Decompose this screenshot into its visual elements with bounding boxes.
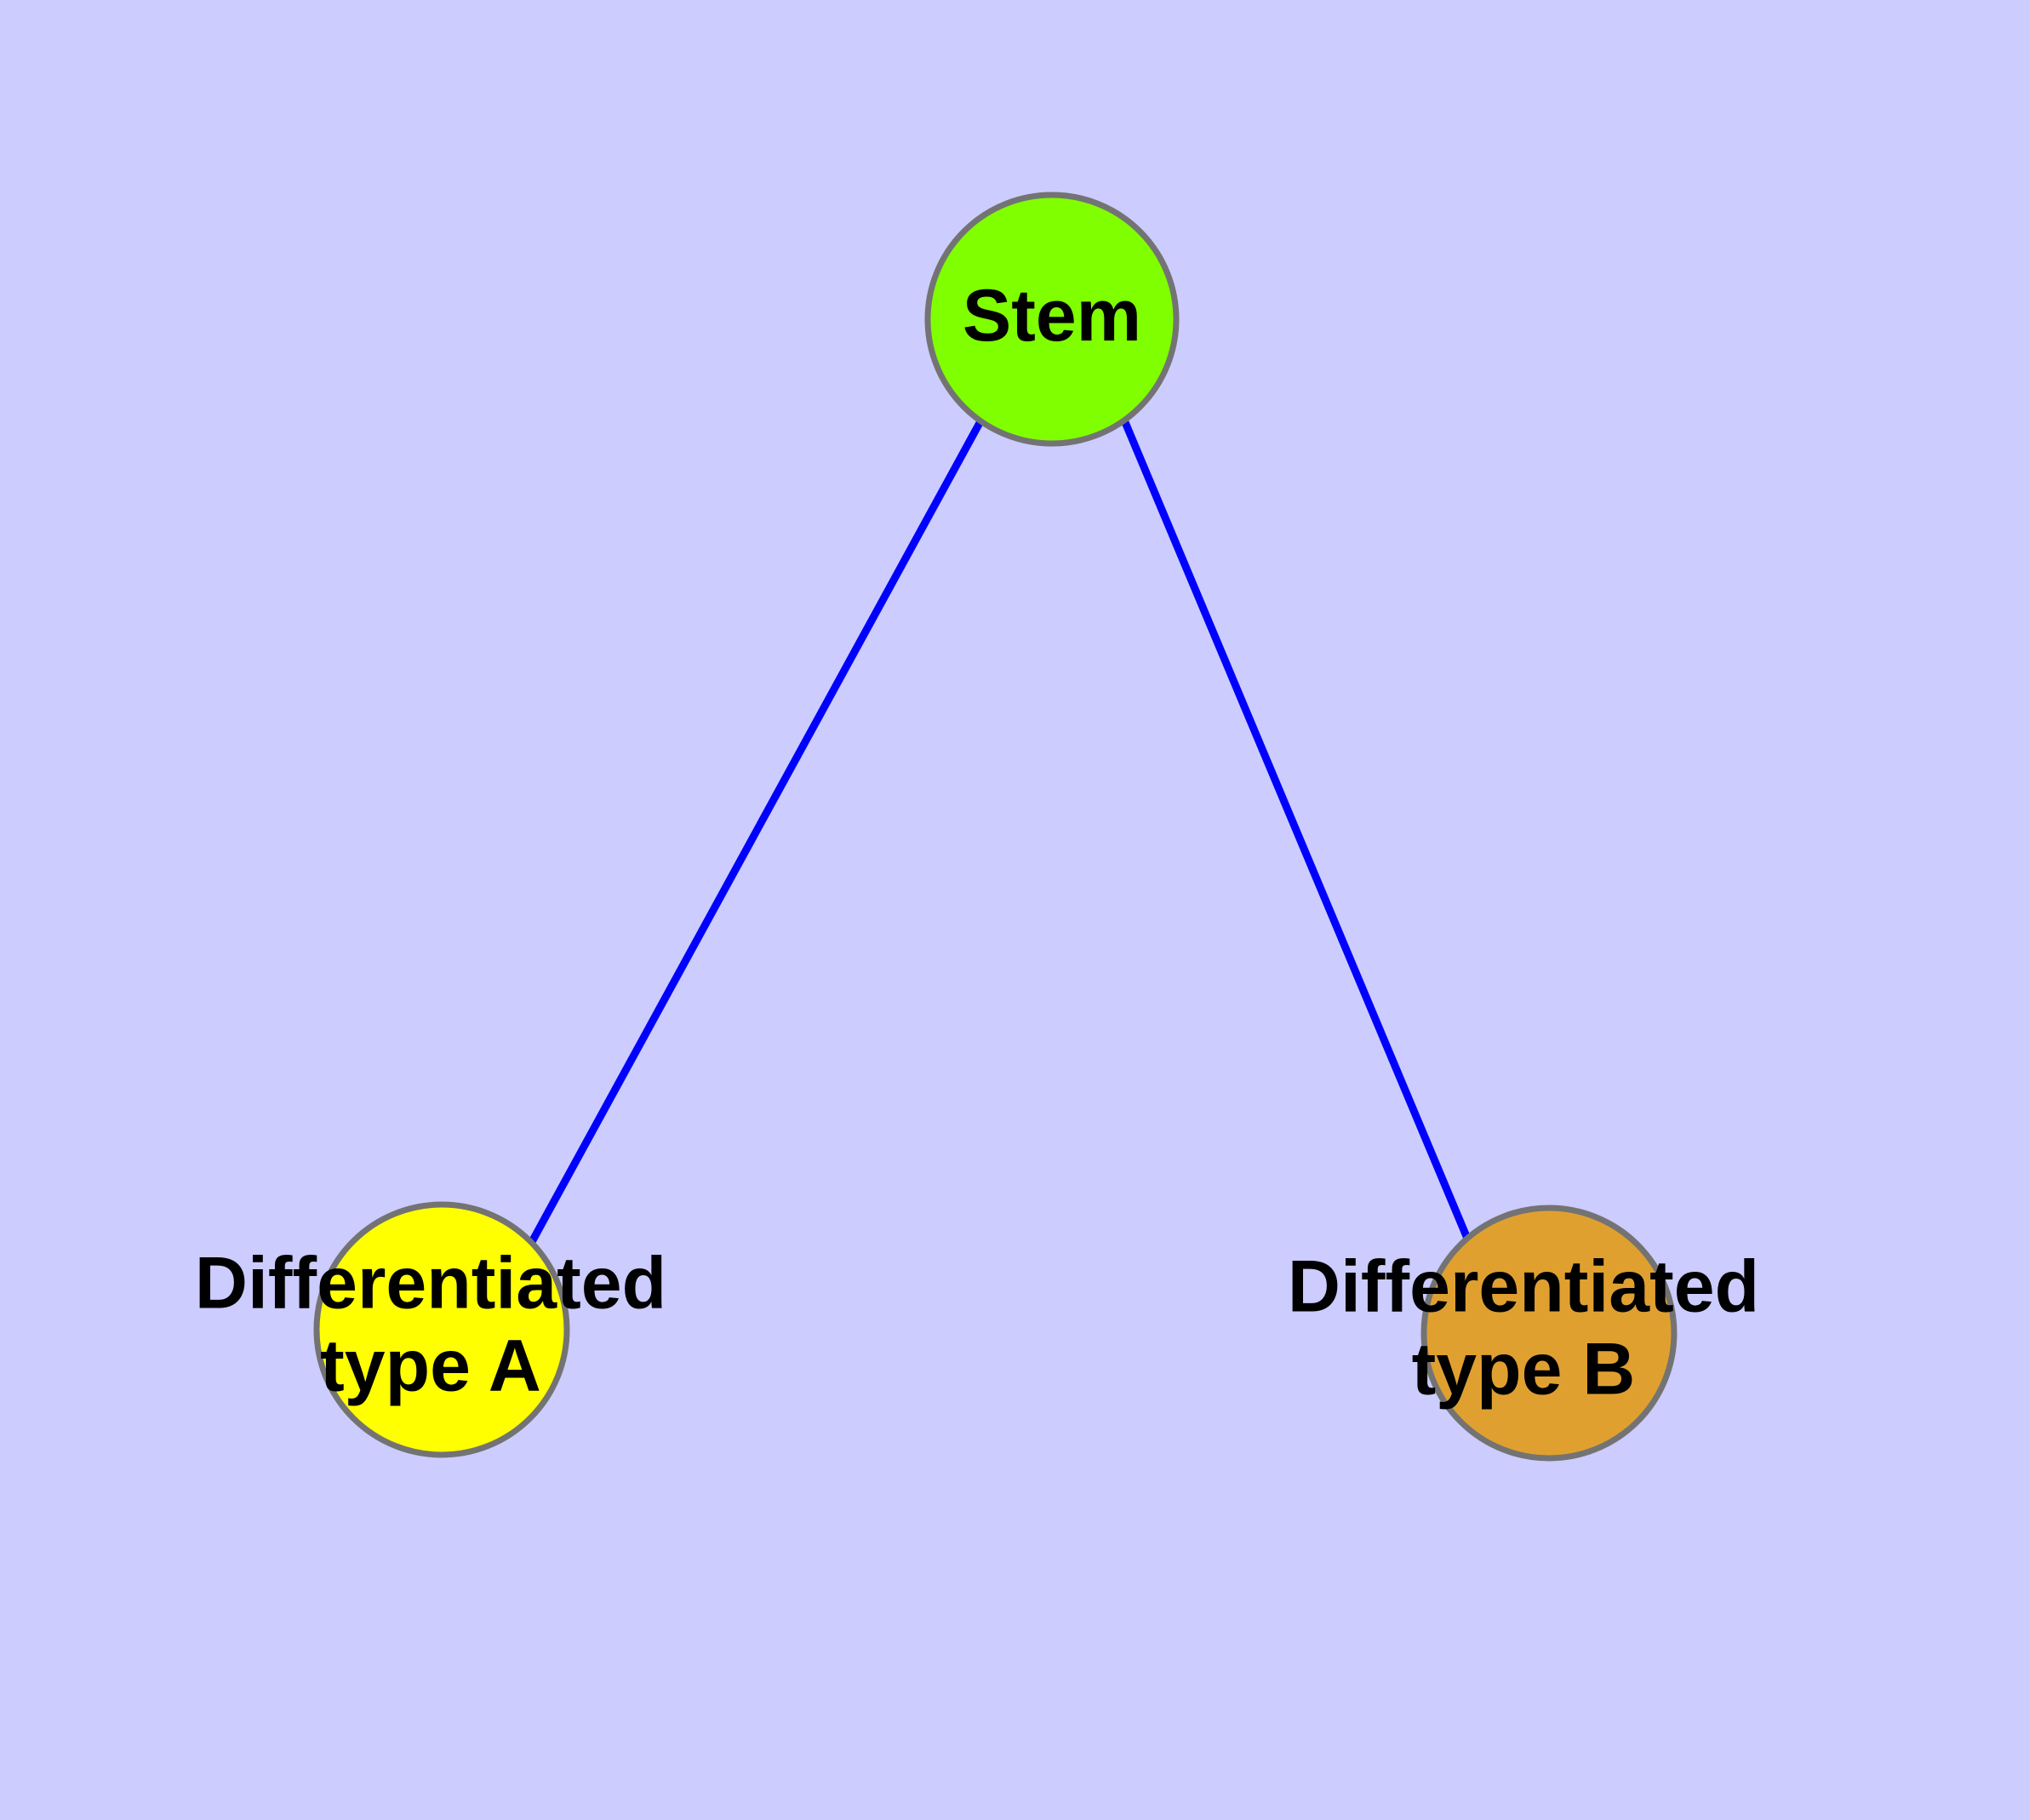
node-stem[interactable] — [924, 192, 1180, 447]
node-label-line: type A — [320, 1325, 541, 1406]
node-label-line: Stem — [963, 275, 1141, 357]
node-label-line: Differentiated — [195, 1242, 666, 1324]
edges-group — [525, 419, 1477, 1252]
node-label-line: Differentiated — [1288, 1245, 1759, 1327]
node-label-line: type B — [1412, 1328, 1636, 1410]
nodes-group — [313, 192, 1677, 1462]
node-diff_b[interactable] — [1420, 1205, 1677, 1462]
node-label-stem: Stem — [963, 275, 1141, 357]
node-diff_a[interactable] — [313, 1201, 570, 1458]
edge-stem-to-diff-a[interactable] — [525, 419, 984, 1251]
edge-stem-to-diff-b[interactable] — [1121, 421, 1477, 1252]
